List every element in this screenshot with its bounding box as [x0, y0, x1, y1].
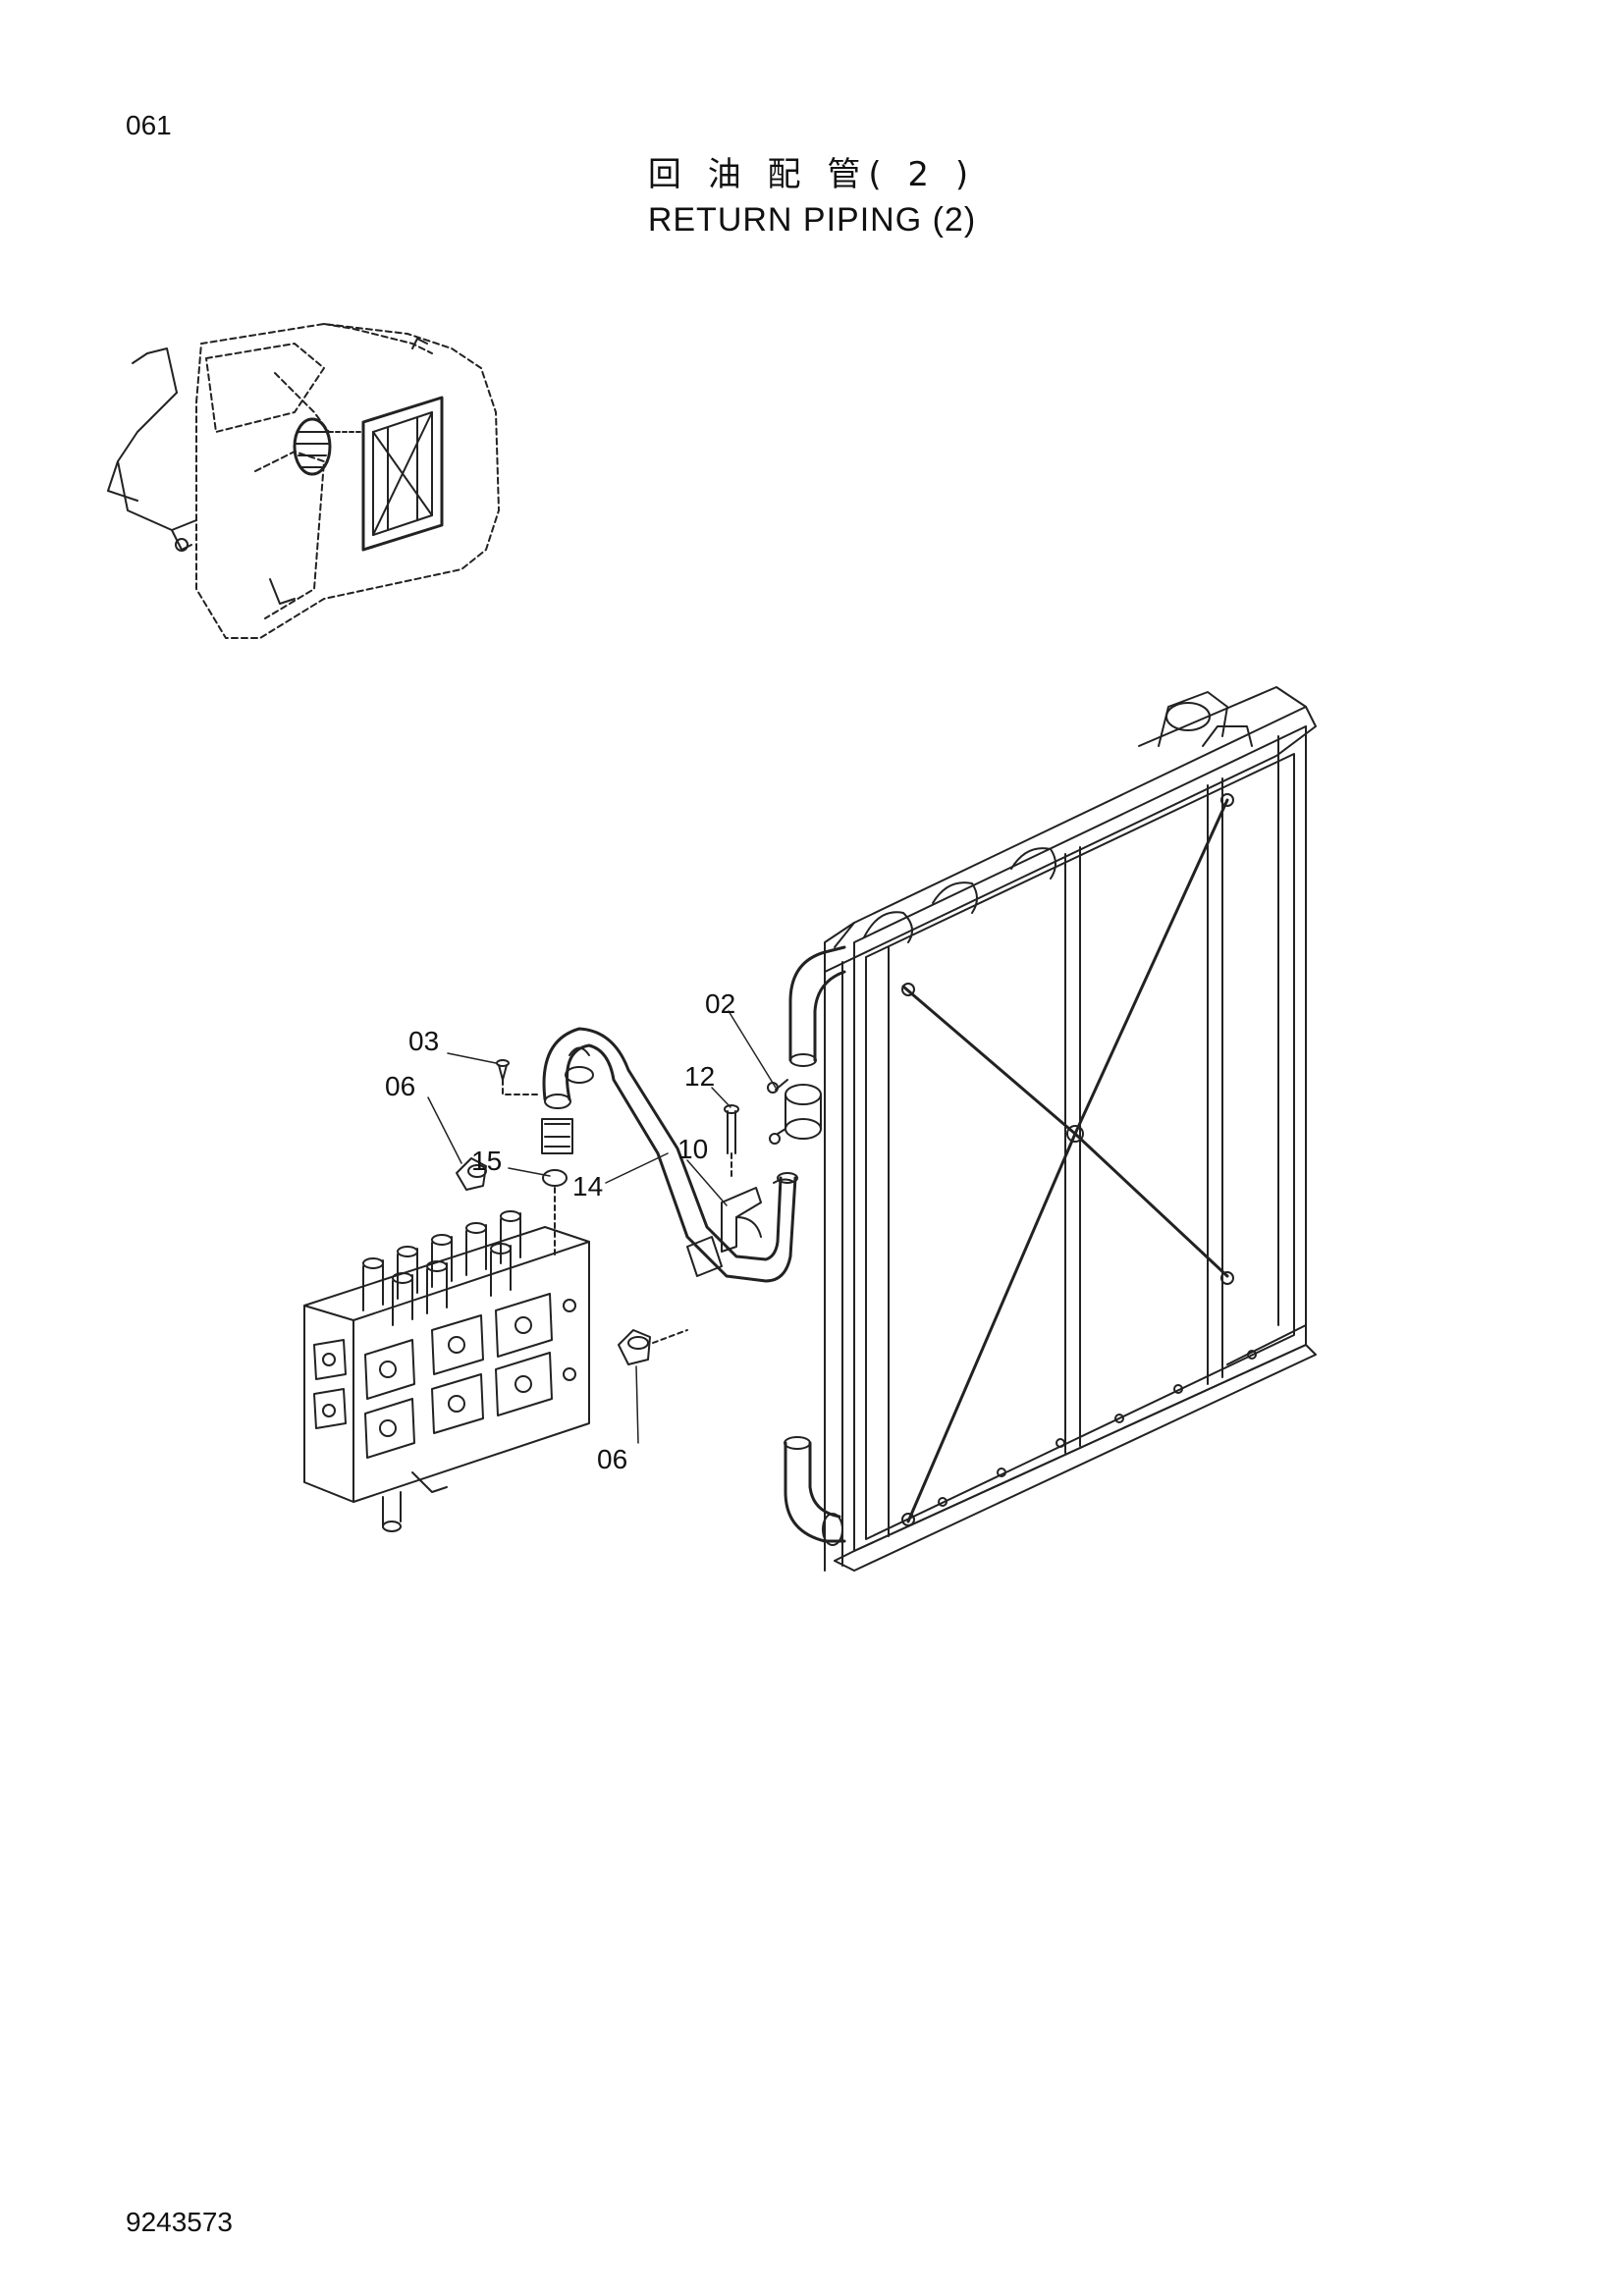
machine-overview-thumbnail: [107, 323, 500, 639]
page-number: 061: [126, 110, 172, 140]
callout-12: 12: [684, 1061, 715, 1092]
clip-10: [721, 1178, 796, 1253]
plug-06-upper: [456, 1157, 487, 1191]
clamp-02: [767, 1079, 822, 1145]
fitting-assembly: [541, 1118, 573, 1257]
return-pipe: [542, 1027, 798, 1283]
callout-15: 15: [471, 1146, 502, 1176]
callout-10: 10: [677, 1134, 708, 1164]
callout-06-lower: 06: [597, 1444, 627, 1474]
radiator-assembly: [784, 686, 1317, 1572]
callout-03: 03: [408, 1026, 439, 1056]
plug-06-lower: [618, 1329, 688, 1365]
callout-02: 02: [705, 988, 735, 1019]
title-english: RETURN PIPING (2): [647, 201, 977, 239]
callout-labels: 02 03 06 12 15 10 14 06: [385, 988, 735, 1474]
title-chinese: 回 油 配 管( 2 ): [647, 155, 977, 194]
document-number: 9243573: [126, 2207, 234, 2237]
callout-06-upper: 06: [385, 1071, 415, 1101]
leader-lines: [427, 1010, 777, 1444]
screw-03: [496, 1059, 541, 1095]
callout-14: 14: [572, 1171, 603, 1201]
control-valve: [303, 1210, 590, 1532]
bolt-12: [724, 1104, 739, 1179]
